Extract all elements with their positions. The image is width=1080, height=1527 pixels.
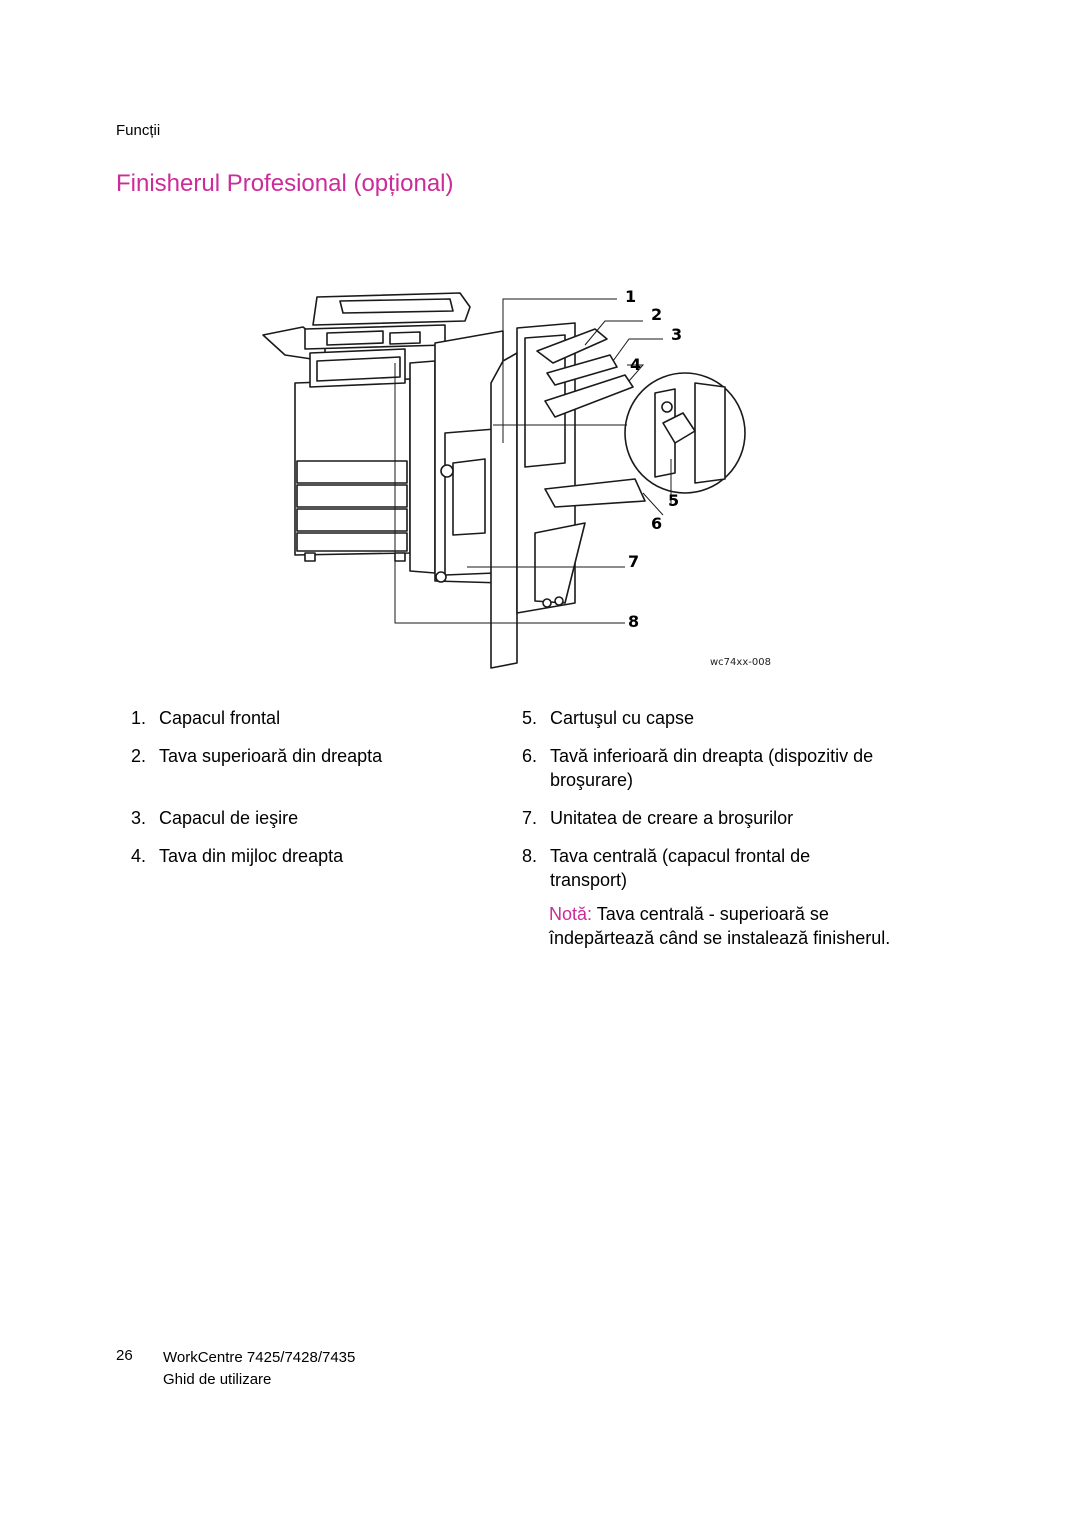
top-right-tray (536, 328, 608, 364)
legend-number: 6. (521, 746, 537, 766)
legend-item: 1. Capacul frontal (116, 706, 496, 754)
staple-cartridge-area (452, 458, 486, 536)
legend-text: Capacul frontal (159, 708, 281, 728)
legend-item: 7. Unitatea de creare a broşurilor (507, 806, 897, 854)
legend-item: 2. Tava superioară din dreapta (116, 744, 496, 792)
legend-text: Tava din mijloc dreapta (159, 846, 344, 866)
legend-number: 7. (521, 808, 537, 828)
legend-number: 3. (130, 808, 146, 828)
callout-1: 1 (625, 287, 637, 306)
page-number: 26 (116, 1347, 133, 1364)
middle-right-tray (544, 374, 634, 418)
guide-name: Ghid de utilizare (163, 1371, 272, 1388)
legend-text: Tava centrală (capacul frontal de transp… (550, 846, 811, 890)
callout-4: 4 (630, 355, 642, 374)
lower-right-tray (544, 478, 646, 508)
legend-item: 6. Tavă inferioară din dreapta (dispozit… (507, 744, 897, 792)
front-door (490, 352, 518, 669)
printer-finisher-illustration (262, 292, 746, 669)
note: Notă: Tava centrală - superioară se înde… (549, 902, 909, 950)
control-panel-screen (326, 330, 384, 346)
legend-item: 5. Cartuşul cu capse (507, 706, 897, 754)
note-label: Notă: (549, 904, 593, 924)
callout-2: 2 (651, 305, 663, 324)
legend-text: Unitatea de creare a broşurilor (550, 808, 794, 828)
callout-6: 6 (651, 514, 663, 533)
callout-8: 8 (628, 612, 640, 631)
legend-number: 1. (130, 708, 146, 728)
section-header: Funcții (116, 122, 161, 139)
note-text: Tava centrală - superioară se îndepărtea… (549, 904, 891, 948)
legend-number: 4. (130, 846, 146, 866)
legend-item: 8. Tava centrală (capacul frontal de tra… (507, 844, 897, 892)
legend-text: Capacul de ieşire (159, 808, 299, 828)
legend-number: 8. (521, 846, 537, 866)
footer-product: WorkCentre 7425/7428/7435 Ghid de utiliz… (163, 1347, 355, 1391)
legend-text: Tava superioară din dreapta (159, 746, 383, 766)
legend-item: 4. Tava din mijloc dreapta (116, 844, 496, 892)
legend-item: 3. Capacul de ieşire (116, 806, 496, 854)
callout-7: 7 (628, 552, 640, 571)
page-title: Finisherul Profesional (opțional) (116, 170, 454, 197)
product-name: WorkCentre 7425/7428/7435 (163, 1349, 356, 1366)
legend-text: Tavă inferioară din dreapta (dispozitiv … (550, 746, 874, 790)
legend-number: 2. (130, 746, 146, 766)
callout-5: 5 (668, 491, 680, 510)
figure-id: wc74xx-008 (710, 657, 771, 668)
legend-text: Cartuşul cu capse (550, 708, 695, 728)
callout-3: 3 (671, 325, 683, 344)
transport-unit (409, 360, 436, 574)
legend-number: 5. (521, 708, 537, 728)
